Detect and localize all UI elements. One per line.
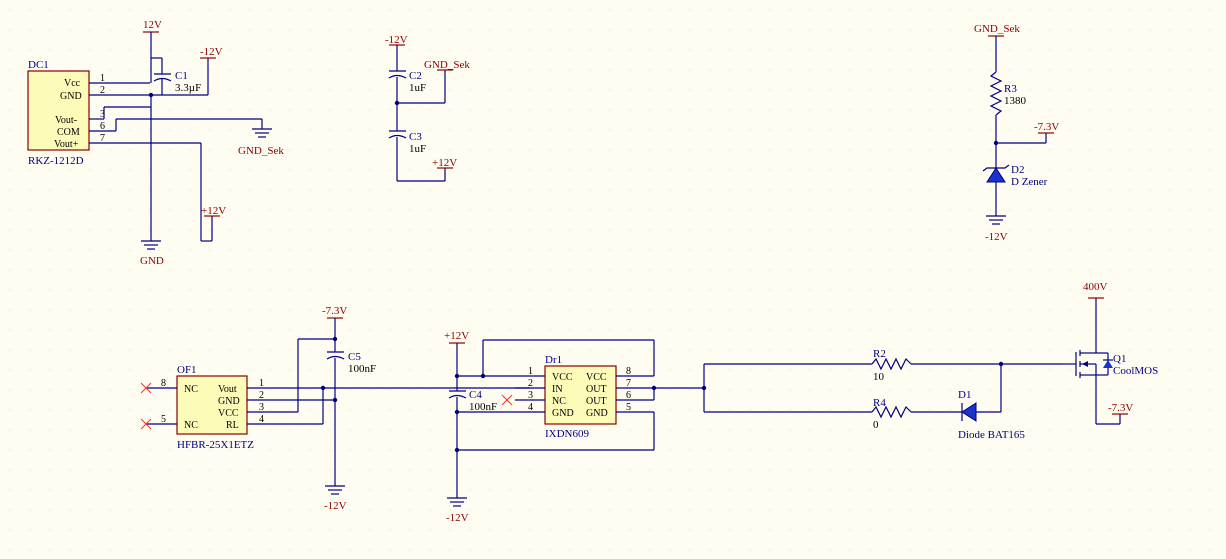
of1-component[interactable]: OF1 HFBR-25X1ETZ NC NC Vout GND VCC RL 8… (140, 364, 277, 451)
of1-pin2-num: 2 (259, 390, 264, 401)
net-gnd-dc1: GND (140, 255, 164, 267)
dc1-pin2-num: 2 (100, 85, 105, 96)
q1-value: CoolMOS (1113, 365, 1158, 377)
of1-pin3-name: VCC (218, 408, 239, 419)
dc1-component[interactable]: DC1 RKZ-1212D Vcc GND Vout- COM Vout+ 1 … (27, 59, 201, 167)
of1-pin2-name: GND (218, 396, 240, 407)
of1-pin3-num: 3 (259, 402, 264, 413)
c2-value: 1uF (409, 82, 426, 94)
c2-ref: C2 (409, 70, 422, 82)
net-m12v-c5: -12V (324, 500, 347, 512)
dr1-pin7-name: OUT (586, 384, 607, 395)
dr1-wiring (447, 339, 872, 507)
dc1-pin5-name: Vout- (55, 115, 77, 126)
net-m12v-d2: -12V (985, 231, 1008, 243)
dc1-part: RKZ-1212D (28, 155, 84, 167)
r4-ref: R4 (873, 397, 886, 409)
dc1-pin2-name: GND (60, 91, 82, 102)
dr1-pin5-name: GND (586, 408, 608, 419)
zener-block-wiring (982, 35, 1054, 225)
of1-ref: OF1 (177, 364, 197, 376)
dr1-pin3-num: 3 (528, 390, 533, 401)
net-400v: 400V (1083, 281, 1108, 293)
dr1-component[interactable]: Dr1 IXDN609 VCC IN NC GND VCC OUT OUT GN… (501, 354, 654, 440)
net-m73v-q1: -7.3V (1108, 402, 1133, 414)
r3-ref: R3 (1004, 83, 1017, 95)
dc1-pin7-num: 7 (100, 133, 105, 144)
r3-value: 1380 (1004, 95, 1027, 107)
c1-ref: C1 (175, 70, 188, 82)
c5-value: 100nF (348, 363, 376, 375)
dc1-ref: DC1 (28, 59, 49, 71)
r2-ref: R2 (873, 348, 886, 360)
net-gndsek-c2: GND_Sek (424, 59, 470, 71)
dr1-pin4-num: 4 (528, 402, 533, 413)
dr1-pin2-num: 2 (528, 378, 533, 389)
of1-pin5-name: NC (184, 420, 198, 431)
dr1-pin3-name: NC (552, 396, 566, 407)
dr1-pin8-num: 8 (626, 366, 631, 377)
d2-ref: D2 (1011, 164, 1024, 176)
of1-pin4-num: 4 (259, 414, 264, 425)
dr1-pin1-num: 1 (528, 366, 533, 377)
net-pp12v-dr1: +12V (444, 330, 469, 342)
dc1-wiring (103, 31, 272, 250)
net-gndsek-r3: GND_Sek (974, 23, 1020, 35)
dr1-pin6-num: 6 (626, 390, 631, 401)
c4-value: 100nF (469, 401, 497, 413)
gate-network (871, 357, 1062, 422)
dc1-pin6-name: COM (57, 127, 80, 138)
net-m73v-c5: -7.3V (322, 305, 347, 317)
of1-pin4-name: RL (226, 420, 239, 431)
net-m12v-c2: -12V (385, 34, 408, 46)
net-pp12v-c3: +12V (432, 157, 457, 169)
of1-pin5-num: 5 (161, 414, 166, 425)
dr1-pin7-num: 7 (626, 378, 631, 389)
net-pp12v-dc1: +12V (201, 205, 226, 217)
dr1-pin1-name: VCC (552, 372, 573, 383)
of1-wiring (277, 317, 530, 495)
net-gndsek-dc1: GND_Sek (238, 145, 284, 157)
q1-mosfet[interactable] (1062, 297, 1128, 425)
dc1-pin1-num: 1 (100, 73, 105, 84)
dc1-pin1-name: Vcc (64, 78, 81, 89)
dr1-pin8-name: VCC (586, 372, 607, 383)
d1-ref: D1 (958, 389, 971, 401)
of1-pin1-num: 1 (259, 378, 264, 389)
of1-pin8-num: 8 (161, 378, 166, 389)
dr1-pin5-num: 5 (626, 402, 631, 413)
dr1-part: IXDN609 (545, 428, 589, 440)
net-12v-dc1: 12V (143, 19, 162, 31)
r2-value: 10 (873, 371, 885, 383)
of1-part: HFBR-25X1ETZ (177, 439, 254, 451)
dr1-pin4-name: GND (552, 408, 574, 419)
r4-value: 0 (873, 419, 879, 431)
q1-ref: Q1 (1113, 353, 1126, 365)
of1-pin8-name: NC (184, 384, 198, 395)
dc1-pin3-num: 3 (100, 109, 105, 120)
c5-ref: C5 (348, 351, 361, 363)
net-m73v-r3: -7.3V (1034, 121, 1059, 133)
c3-value: 1uF (409, 143, 426, 155)
d1-value: Diode BAT165 (958, 429, 1025, 441)
c1-value: 3.3µF (175, 82, 201, 94)
dc1-pin7-name: Vout+ (54, 139, 79, 150)
c3-ref: C3 (409, 131, 422, 143)
dr1-pin6-name: OUT (586, 396, 607, 407)
net-m12v-dc1: -12V (200, 46, 223, 58)
c2-c3-wiring (388, 44, 453, 182)
c4-ref: C4 (469, 389, 482, 401)
net-m12v-dr1: -12V (446, 512, 469, 524)
dc1-pin6-num: 6 (100, 121, 105, 132)
dr1-pin2-name: IN (552, 384, 563, 395)
of1-pin1-name: Vout (218, 384, 237, 395)
dr1-ref: Dr1 (545, 354, 562, 366)
d2-value: D Zener (1011, 176, 1048, 188)
